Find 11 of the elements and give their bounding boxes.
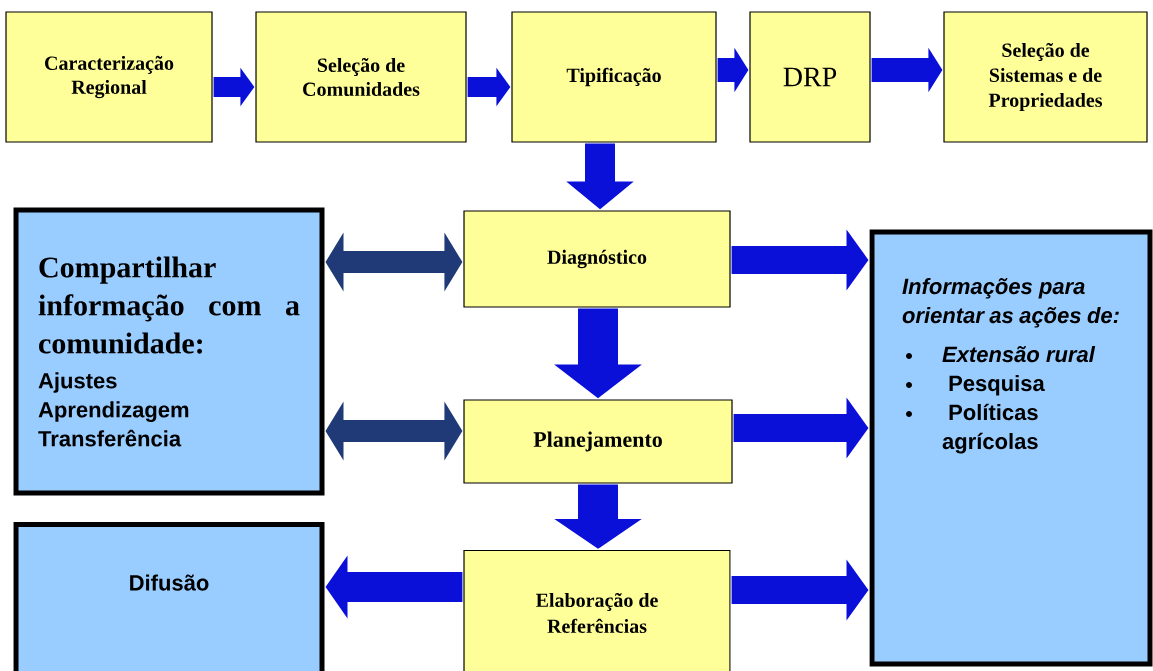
info-panel: Difusão — [13, 522, 325, 671]
process-box: Planejamento — [463, 399, 733, 484]
info-panel: Informações para orientar as ações de: Extensão rural Pesquisa Políticas agrícolas — [869, 229, 1153, 667]
process-box: Seleção de Comunidades — [255, 11, 467, 143]
process-box: Diagnóstico — [463, 210, 731, 308]
process-box: Tipificação — [511, 11, 717, 143]
info-panel: Compartilhar informação com a comunidade: Ajustes Aprendizagem Transferência — [13, 207, 325, 496]
process-box: Seleção de Sistemas e de Propriedades — [943, 11, 1148, 143]
process-box: Caracterização Regional — [5, 11, 213, 143]
process-box: DRP — [749, 11, 871, 143]
process-box: Elaboração de Referências — [463, 549, 731, 671]
